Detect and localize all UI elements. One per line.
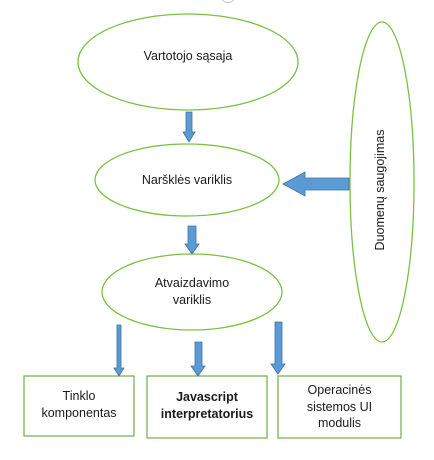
- arrow-browser-engine-to-render-engine: [184, 225, 200, 255]
- arrow-render-to-os-ui: [270, 321, 286, 375]
- cropped-caption-fragment: [221, 0, 235, 3]
- node-networking-shape: [23, 375, 135, 437]
- node-js-interpreter-label: Javascript interpretatorius: [160, 390, 254, 421]
- node-data-storage-label: Duomenų saugojimas: [373, 129, 387, 251]
- node-data-storage-shape: [349, 21, 415, 343]
- node-render-engine-label: Atvaizdavimo variklis: [154, 276, 230, 307]
- arrow-data-storage-to-browser-engine: [282, 171, 350, 197]
- node-networking-label: Tinklo komponentas: [41, 389, 117, 420]
- arrow-render-to-js-interpreter: [190, 341, 206, 377]
- node-ui-label: Vartotojo sąsaja: [143, 48, 233, 63]
- arrow-ui-to-browser-engine: [182, 111, 196, 143]
- node-ui-shape: [77, 13, 299, 111]
- node-browser-engine-label: Naršklės variklis: [141, 172, 233, 187]
- node-os-ui-shape: [277, 375, 402, 439]
- node-browser-engine-shape: [94, 143, 280, 217]
- node-os-ui-label: Operacinės sistemos UI modulis: [306, 382, 373, 431]
- node-js-interpreter-shape: [146, 375, 268, 439]
- arrow-render-to-networking: [113, 324, 125, 377]
